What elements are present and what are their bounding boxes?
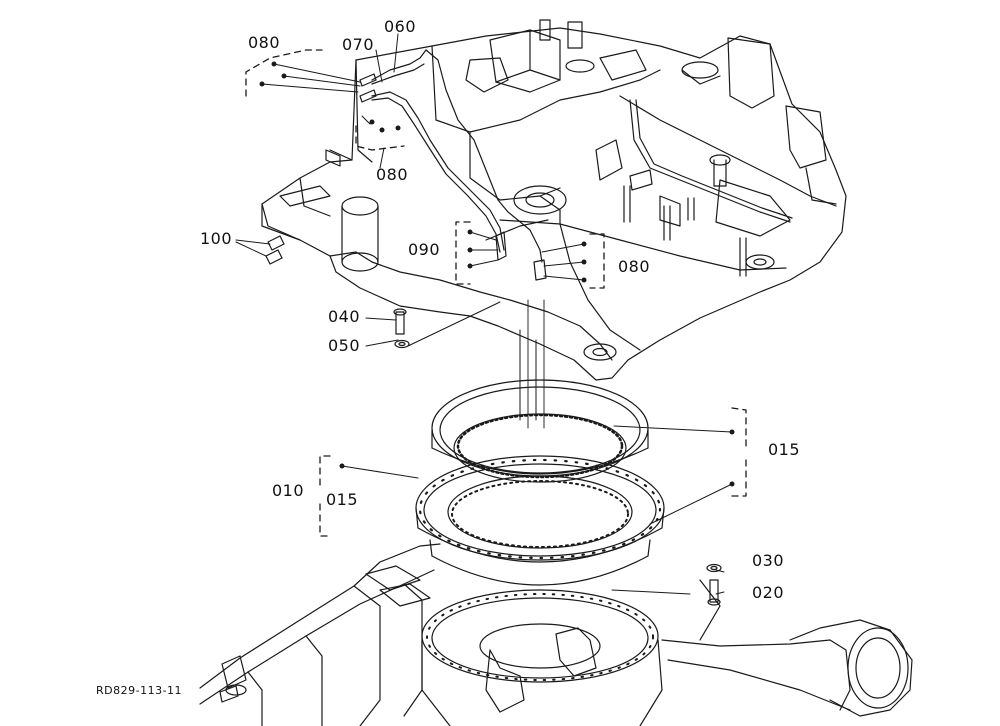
callout-080: 080	[248, 33, 281, 52]
bolt-040	[393, 308, 407, 335]
callout-050: 050	[328, 336, 361, 355]
callout-010: 010	[272, 481, 305, 500]
callout-080: 080	[618, 257, 651, 276]
grouping-brackets	[245, 49, 747, 537]
callout-090: 090	[408, 240, 441, 259]
bearing-inner-teeth	[451, 480, 629, 548]
upper-frame	[261, 19, 847, 381]
callout-100: 100	[200, 229, 233, 248]
swing-bearing	[415, 455, 665, 586]
fittings	[265, 73, 547, 281]
undercarriage-bolt-holes	[426, 593, 654, 681]
callout-070: 070	[342, 35, 375, 54]
callout-030: 030	[752, 551, 785, 570]
callout-015: 015	[768, 440, 801, 459]
callout-040: 040	[328, 307, 361, 326]
washer-030	[706, 563, 722, 573]
hydraulic-lines	[371, 49, 793, 263]
center-joint-lines	[527, 299, 545, 429]
swing-ring-teeth	[456, 413, 624, 479]
washer-050	[394, 339, 410, 349]
callout-080: 080	[376, 165, 409, 184]
callout-015: 015	[326, 490, 359, 509]
leader-dots	[259, 61, 735, 487]
bearing-bolt-holes	[418, 458, 662, 560]
callout-020: 020	[752, 583, 785, 602]
undercarriage	[199, 543, 913, 726]
callout-060: 060	[384, 17, 417, 36]
drawing-code: RD829-113-11	[96, 684, 183, 697]
